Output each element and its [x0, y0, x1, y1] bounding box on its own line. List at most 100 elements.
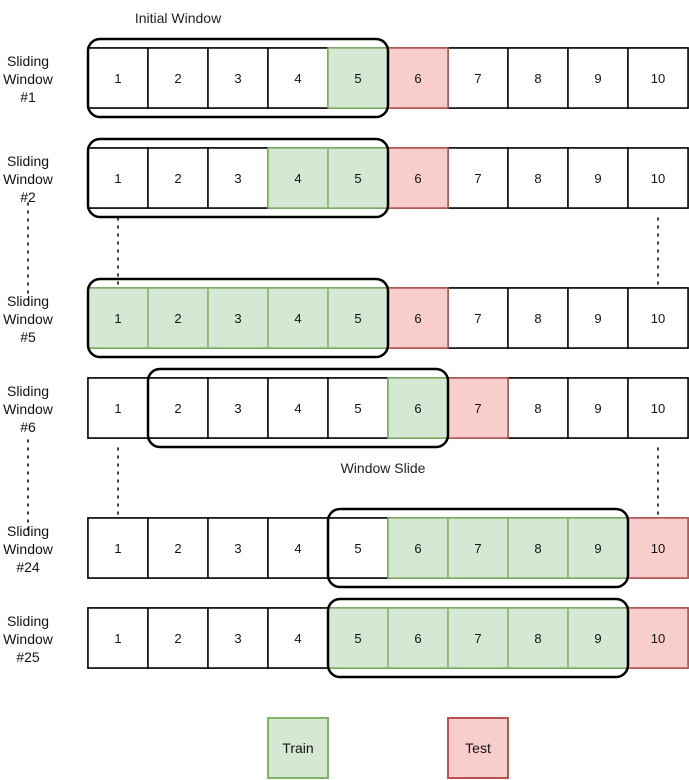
row-label-line: Sliding [7, 53, 49, 69]
cell-number: 10 [651, 401, 665, 416]
cell-box [327, 377, 389, 439]
cell-number: 5 [354, 401, 361, 416]
cell-plain: 4 [267, 377, 329, 439]
cell-train: 7 [447, 517, 509, 579]
cell-box [327, 287, 389, 349]
cell-box [387, 377, 449, 439]
cell-plain: 2 [147, 377, 209, 439]
legend-label: Test [465, 740, 491, 756]
cell-number: 5 [354, 71, 361, 86]
cell-number: 10 [651, 71, 665, 86]
cell-box [327, 517, 389, 579]
cell-train: 6 [387, 607, 449, 669]
cell-test: 10 [627, 517, 689, 579]
cell-number: 8 [534, 171, 541, 186]
cell-box [507, 287, 569, 349]
cell-train: 4 [267, 147, 329, 209]
cell-plain: 9 [567, 47, 629, 109]
cell-plain: 2 [147, 47, 209, 109]
cell-number: 7 [474, 541, 481, 556]
cell-number: 9 [594, 631, 601, 646]
cell-number: 9 [594, 401, 601, 416]
legend: Train Test [267, 717, 509, 779]
cell-number: 6 [414, 311, 421, 326]
row-label-line: #6 [20, 419, 36, 435]
cell-plain: 9 [567, 147, 629, 209]
cell-box [567, 517, 629, 579]
row-label-line: Window [3, 631, 54, 647]
cell-number: 1 [114, 401, 121, 416]
cell-plain: 3 [207, 147, 269, 209]
cell-test: 6 [387, 287, 449, 349]
cell-box [447, 377, 509, 439]
cell-box [387, 47, 449, 109]
cell-number: 6 [414, 71, 421, 86]
cell-number: 8 [534, 71, 541, 86]
cell-box [87, 287, 149, 349]
cell-plain: 9 [567, 287, 629, 349]
cell-box [627, 147, 689, 209]
cell-number: 3 [234, 401, 241, 416]
row-label-line: Sliding [7, 293, 49, 309]
cell-box [327, 147, 389, 209]
cell-plain: 9 [567, 377, 629, 439]
row-label-line: #1 [20, 89, 36, 105]
cell-box [207, 287, 269, 349]
cell-train: 6 [387, 377, 449, 439]
row-label-line: Window [3, 71, 54, 87]
legend-train: Train [267, 717, 329, 779]
cell-plain: 4 [267, 607, 329, 669]
legend-swatch [447, 717, 509, 779]
cell-train: 5 [327, 47, 389, 109]
cell-number: 7 [474, 631, 481, 646]
cell-box [447, 607, 509, 669]
cell-number: 4 [294, 71, 301, 86]
cell-number: 10 [651, 631, 665, 646]
row-label-line: #5 [20, 329, 36, 345]
cell-number: 7 [474, 171, 481, 186]
training-window-frame [146, 367, 450, 449]
cell-number: 5 [354, 171, 361, 186]
cell-number: 2 [174, 171, 181, 186]
cell-plain: 8 [507, 377, 569, 439]
cell-box [627, 47, 689, 109]
cell-number: 7 [474, 311, 481, 326]
training-window-frame [86, 137, 390, 219]
cell-number: 1 [114, 71, 121, 86]
cell-box [567, 47, 629, 109]
cell-number: 8 [534, 541, 541, 556]
cell-number: 5 [354, 541, 361, 556]
cell-train: 8 [507, 607, 569, 669]
cell-box [447, 287, 509, 349]
cell-test: 10 [627, 607, 689, 669]
cell-train: 9 [567, 607, 629, 669]
cell-number: 9 [594, 311, 601, 326]
cell-number: 7 [474, 401, 481, 416]
row-label-line: Sliding [7, 383, 49, 399]
row-label-line: #24 [16, 559, 40, 575]
cell-number: 1 [114, 171, 121, 186]
window-slide-label: Window Slide [341, 460, 426, 476]
cell-plain: 5 [327, 377, 389, 439]
cell-plain: 8 [507, 47, 569, 109]
training-window-frame [326, 507, 630, 589]
cell-number: 8 [534, 311, 541, 326]
cell-test: 7 [447, 377, 509, 439]
cell-box [267, 607, 329, 669]
cell-plain: 3 [207, 47, 269, 109]
cell-box [387, 607, 449, 669]
cell-plain: 8 [507, 147, 569, 209]
cell-number: 3 [234, 541, 241, 556]
cell-box [507, 517, 569, 579]
cell-number: 4 [294, 311, 301, 326]
cell-box [267, 147, 329, 209]
cell-box [627, 287, 689, 349]
cell-number: 1 [114, 541, 121, 556]
cell-box [627, 377, 689, 439]
cell-plain: 3 [207, 607, 269, 669]
cell-train: 4 [267, 287, 329, 349]
cell-box [627, 607, 689, 669]
